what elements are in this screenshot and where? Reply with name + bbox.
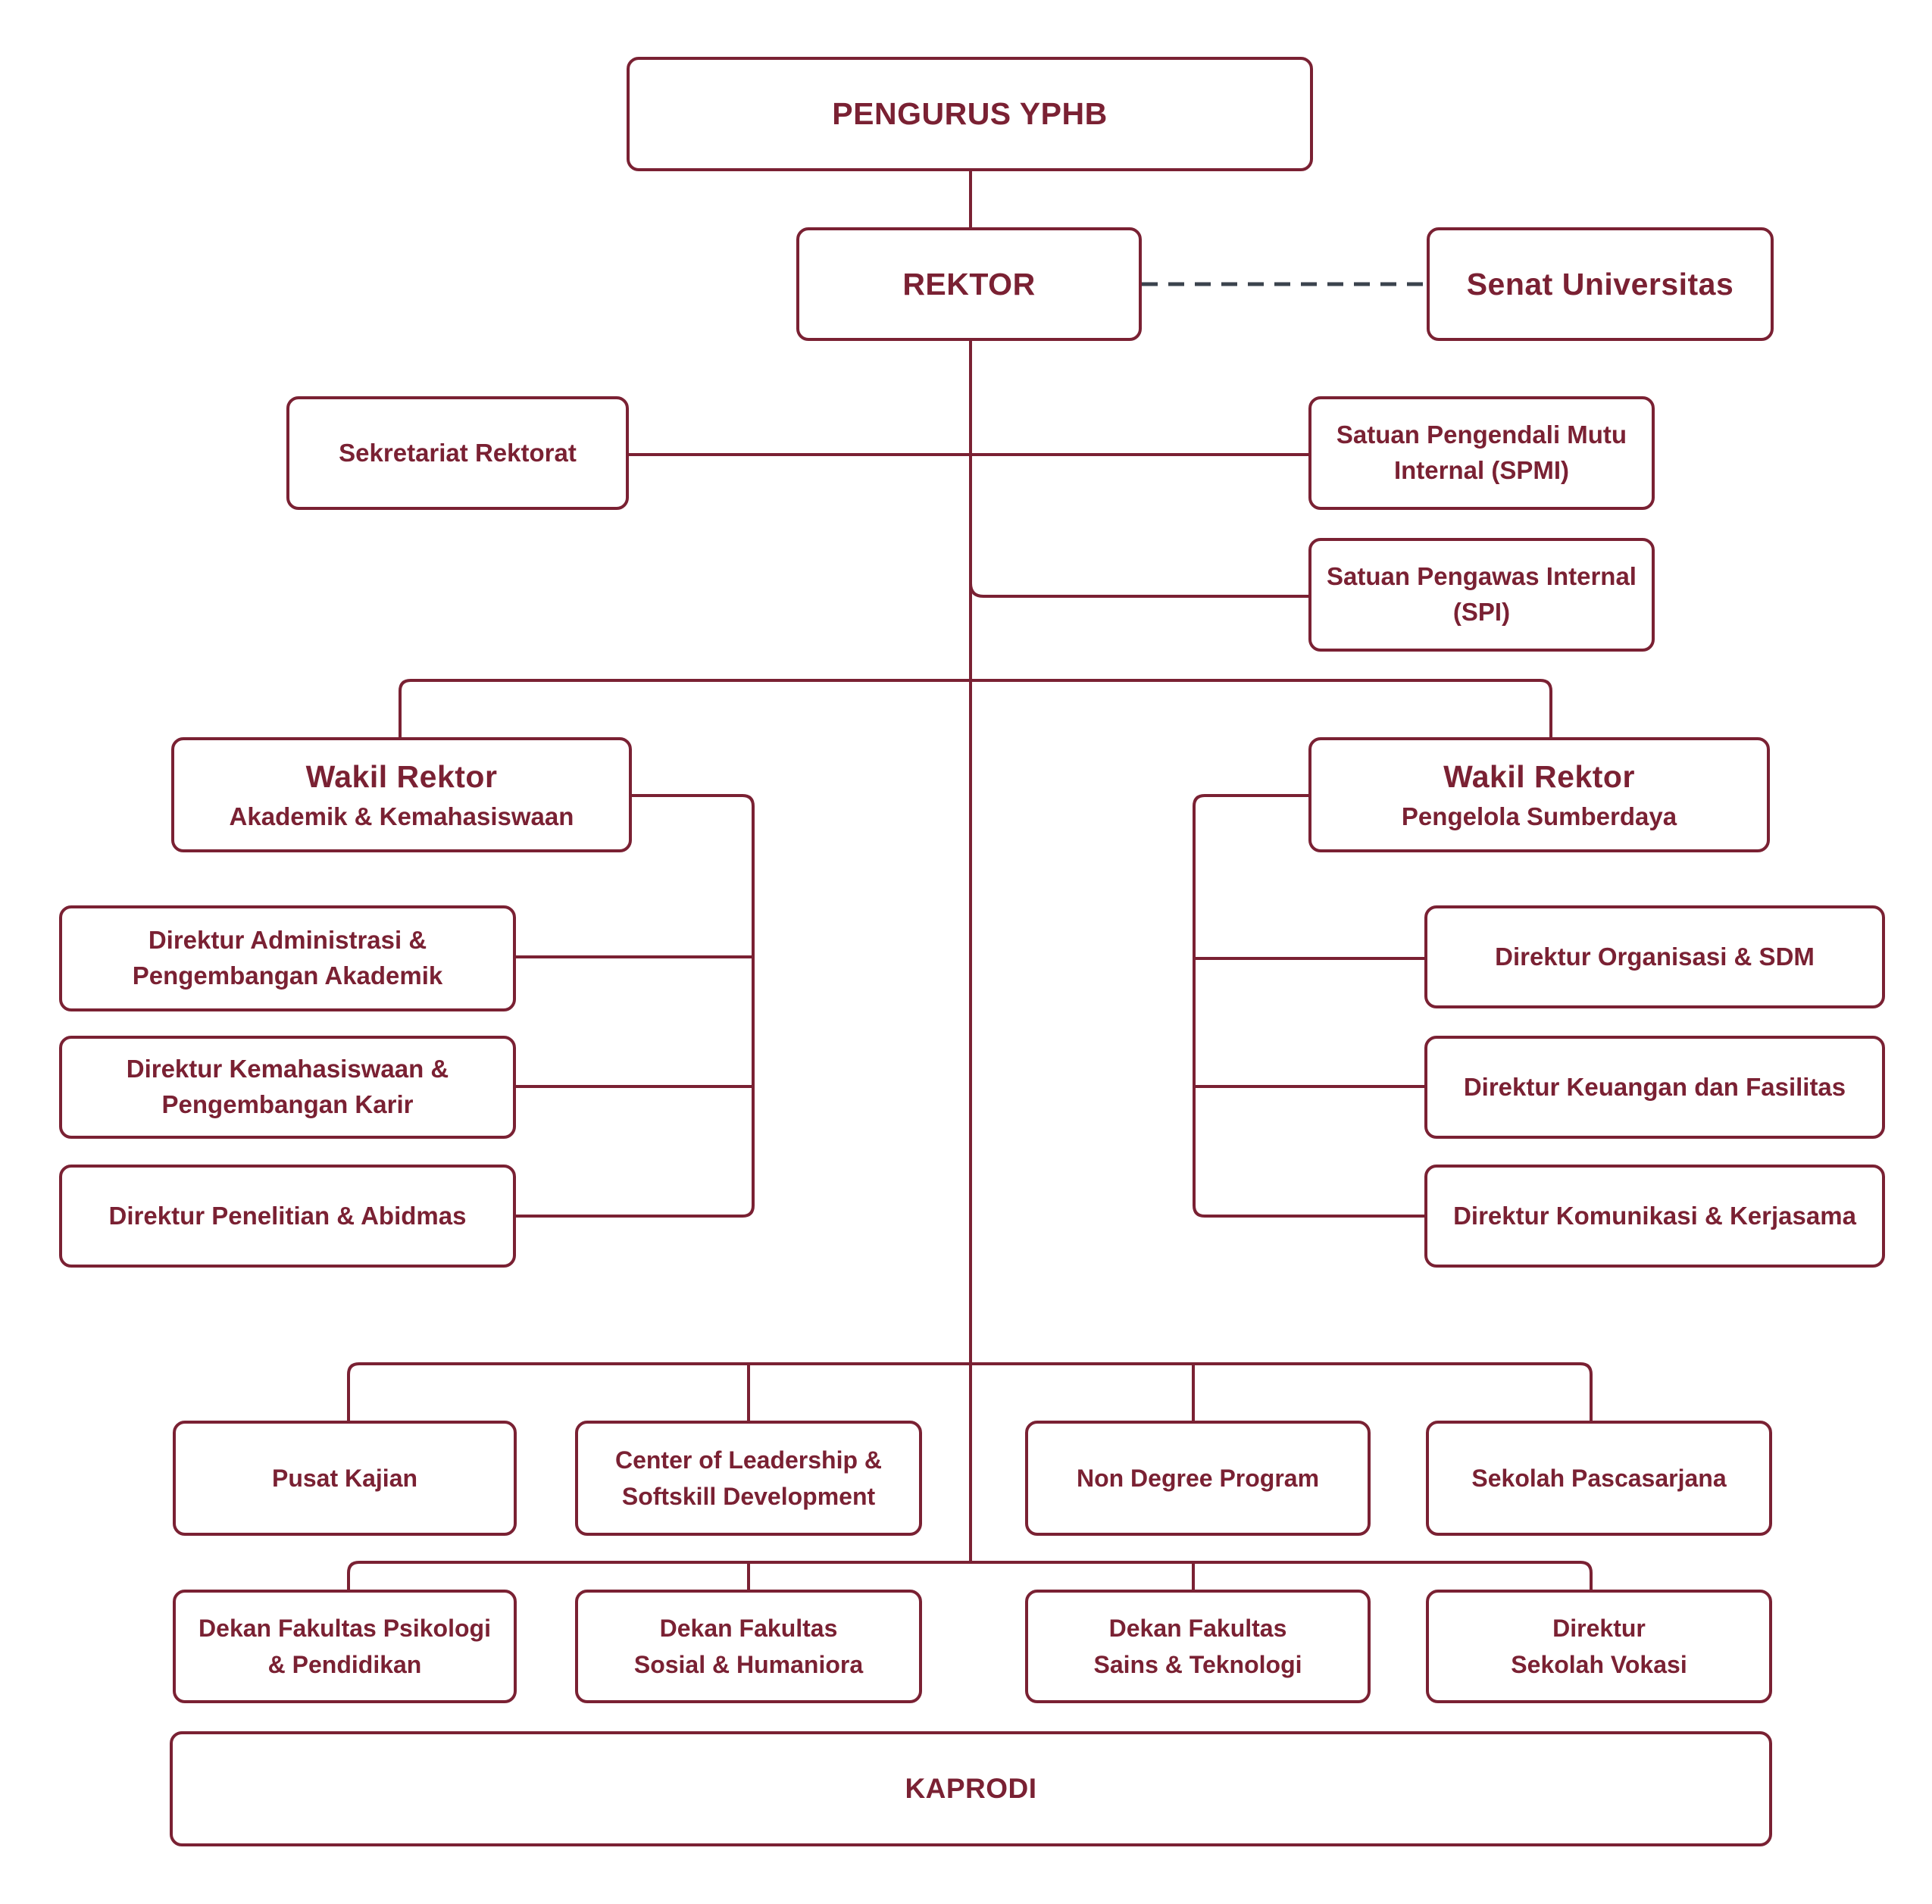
node-direktur-administrasi: Direktur Administrasi & Pengembangan Aka…	[59, 905, 516, 1011]
node-wakil-sumberdaya-subtitle: Pengelola Sumberdaya	[1401, 802, 1677, 830]
node-dir-penelitian-label: Direktur Penelitian & Abidmas	[108, 1201, 467, 1230]
node-sekretariat-rektorat: Sekretariat Rektorat	[286, 396, 629, 510]
node-kaprodi-label: KAPRODI	[905, 1773, 1037, 1804]
node-direktur-sekolah-vokasi: Direktur Sekolah Vokasi	[1426, 1590, 1772, 1703]
node-dir-kemahasiswaan-line2: Pengembangan Karir	[161, 1090, 414, 1118]
node-dir-organisasi-label: Direktur Organisasi & SDM	[1495, 942, 1815, 971]
connector-dekan-rail	[347, 1561, 1593, 1590]
node-dekan-sosial-line2: Sosial & Humaniora	[633, 1651, 864, 1678]
node-wakil-rektor-akademik: Wakil Rektor Akademik & Kemahasiswaan	[171, 737, 632, 852]
node-pascasarjana-label: Sekolah Pascasarjana	[1471, 1465, 1727, 1492]
node-pengurus-yphb: PENGURUS YPHB	[627, 57, 1313, 171]
node-dekan-sains-line2: Sains & Teknologi	[1093, 1651, 1302, 1678]
node-center-leadership-line1: Center of Leadership &	[614, 1446, 883, 1474]
node-non-degree-label: Non Degree Program	[1076, 1465, 1320, 1492]
node-dir-kemahasiswaan-line1: Direktur Kemahasiswaan &	[126, 1055, 449, 1083]
node-senat-universitas: Senat Universitas	[1427, 227, 1774, 341]
node-pengurus-yphb-label: PENGURUS YPHB	[832, 96, 1108, 131]
node-direktur-kemahasiswaan: Direktur Kemahasiswaan & Pengembangan Ka…	[59, 1036, 516, 1139]
connector-units-rail	[347, 1362, 1593, 1421]
node-dir-administrasi-line1: Direktur Administrasi &	[148, 926, 427, 955]
node-spi-line1: Satuan Pengawas Internal	[1327, 562, 1637, 591]
node-dir-komunikasi-label: Direktur Komunikasi & Kerjasama	[1453, 1201, 1856, 1230]
node-center-leadership: Center of Leadership & Softskill Develop…	[575, 1421, 922, 1536]
node-spmi-line2: Internal (SPMI)	[1393, 456, 1570, 484]
node-rektor: REKTOR	[796, 227, 1142, 341]
connector-right-direktur-spine	[1193, 794, 1424, 1218]
node-wakil-akademik-title: Wakil Rektor	[305, 758, 498, 794]
node-dir-keuangan-label: Direktur Keuangan dan Fasilitas	[1463, 1072, 1846, 1101]
node-spmi: Satuan Pengendali Mutu Internal (SPMI)	[1308, 396, 1655, 510]
connector-spi-branch	[969, 583, 1308, 598]
node-kaprodi: KAPRODI	[170, 1731, 1772, 1846]
node-wakil-sumberdaya-title: Wakil Rektor	[1443, 758, 1635, 794]
node-spmi-line1: Satuan Pengendali Mutu	[1336, 421, 1627, 449]
node-dekan-sains: Dekan Fakultas Sains & Teknologi	[1025, 1590, 1371, 1703]
node-sekolah-pascasarjana: Sekolah Pascasarjana	[1426, 1421, 1772, 1536]
node-vokasi-line1: Direktur	[1552, 1615, 1646, 1642]
node-dekan-sosial-line1: Dekan Fakultas	[659, 1615, 838, 1642]
node-dekan-psikologi-line2: & Pendidikan	[267, 1651, 422, 1678]
node-wakil-akademik-subtitle: Akademik & Kemahasiswaan	[229, 802, 574, 830]
node-direktur-penelitian: Direktur Penelitian & Abidmas	[59, 1165, 516, 1268]
node-direktur-keuangan: Direktur Keuangan dan Fasilitas	[1424, 1036, 1885, 1139]
node-dekan-psikologi-line1: Dekan Fakultas Psikologi	[199, 1615, 491, 1642]
node-spi: Satuan Pengawas Internal (SPI)	[1308, 538, 1655, 652]
node-dir-administrasi-line2: Pengembangan Akademik	[132, 961, 443, 990]
node-dekan-sains-line1: Dekan Fakultas	[1108, 1615, 1287, 1642]
node-direktur-organisasi-sdm: Direktur Organisasi & SDM	[1424, 905, 1885, 1008]
node-direktur-komunikasi: Direktur Komunikasi & Kerjasama	[1424, 1165, 1885, 1268]
node-dekan-sosial: Dekan Fakultas Sosial & Humaniora	[575, 1590, 922, 1703]
node-rektor-label: REKTOR	[902, 266, 1036, 302]
connector-left-direktur-spine	[516, 794, 755, 1218]
node-dekan-psikologi: Dekan Fakultas Psikologi & Pendidikan	[173, 1590, 517, 1703]
node-pusat-kajian-label: Pusat Kajian	[271, 1465, 418, 1492]
node-non-degree-program: Non Degree Program	[1025, 1421, 1371, 1536]
node-senat-label: Senat Universitas	[1466, 266, 1734, 302]
node-sekretariat-label: Sekretariat Rektorat	[339, 438, 577, 467]
node-pusat-kajian: Pusat Kajian	[173, 1421, 517, 1536]
node-vokasi-line2: Sekolah Vokasi	[1511, 1651, 1687, 1678]
node-wakil-rektor-sumberdaya: Wakil Rektor Pengelola Sumberdaya	[1308, 737, 1770, 852]
connector-wakil-rail	[399, 679, 1552, 737]
node-center-leadership-line2: Softskill Development	[621, 1483, 876, 1510]
node-spi-line2: (SPI)	[1452, 598, 1511, 626]
